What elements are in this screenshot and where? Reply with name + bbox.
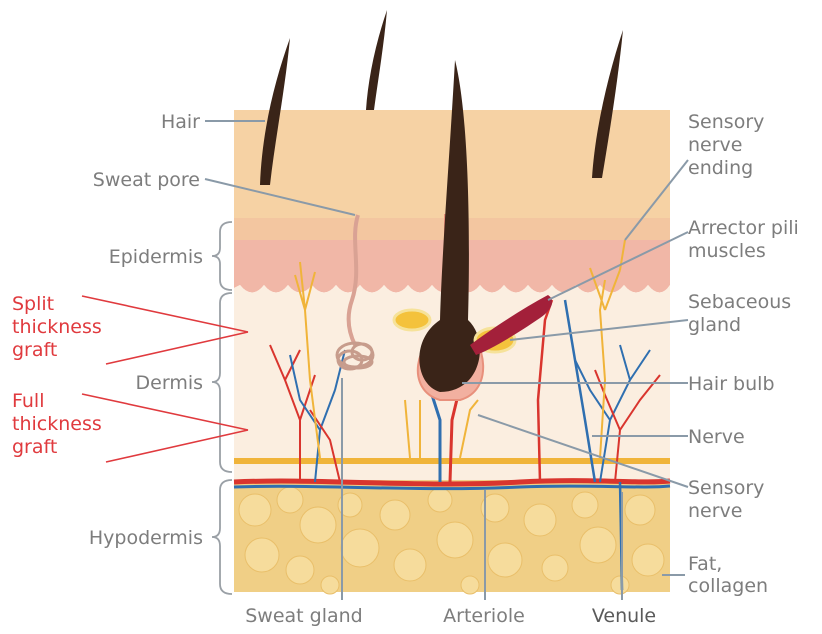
- sensory-nerve-line-1: Sensory: [688, 477, 764, 499]
- full-thickness-graft-label: Full thickness graft: [12, 390, 108, 458]
- sebaceous-gland-line-1: Sebaceous: [688, 291, 791, 313]
- full-graft-line-2: thickness: [12, 413, 102, 435]
- fat-collagen-line-2: collagen: [688, 575, 768, 597]
- fat-collagen-label: Fat, collagen: [688, 553, 768, 597]
- sweat-pore-label: Sweat pore: [93, 169, 200, 191]
- sensory-nerve-ending-line-1: Sensory: [688, 111, 764, 133]
- arrector-pili-label: Arrector pili muscles: [688, 217, 805, 262]
- split-thickness-graft-label: Split thickness graft: [12, 293, 108, 361]
- arteriole-label: Arteriole: [443, 605, 525, 627]
- arrector-pili-line-2: muscles: [688, 240, 766, 262]
- epidermis-label: Epidermis: [109, 246, 203, 268]
- split-graft-line-1: Split: [12, 293, 54, 315]
- sweat-gland-label: Sweat gland: [245, 605, 363, 627]
- full-graft-line-1: Full: [12, 390, 45, 412]
- full-graft-leader-bottom: [106, 430, 248, 462]
- full-graft-line-3: graft: [12, 436, 57, 458]
- sensory-nerve-ending-label: Sensory nerve ending: [688, 111, 770, 179]
- sensory-nerve-ending-line-2: nerve: [688, 134, 742, 156]
- venule-label: Venule: [592, 605, 656, 627]
- hair-bulb-label: Hair bulb: [688, 373, 775, 395]
- layer-braces: [212, 222, 232, 594]
- nerve-label: Nerve: [688, 426, 745, 448]
- sebaceous-gland-line-2: gland: [688, 314, 741, 336]
- arrector-pili-line-1: Arrector pili: [688, 217, 799, 239]
- sensory-nerve-label: Sensory nerve: [688, 477, 770, 522]
- split-graft-leader-bottom: [106, 332, 248, 364]
- sebaceous-gland-label: Sebaceous gland: [688, 291, 797, 336]
- dermis-brace: [212, 293, 232, 472]
- skin-cross-section: [234, 10, 670, 594]
- epidermis-brace: [212, 222, 232, 290]
- split-graft-line-2: thickness: [12, 316, 102, 338]
- hair-label: Hair: [161, 111, 200, 133]
- split-graft-line-3: graft: [12, 339, 57, 361]
- hypodermis-brace: [212, 480, 232, 594]
- sensory-nerve-ending-line-3: ending: [688, 157, 753, 179]
- fat-collagen-line-1: Fat,: [688, 553, 722, 575]
- hypodermis-label: Hypodermis: [89, 527, 203, 549]
- sensory-nerve-line-2: nerve: [688, 500, 742, 522]
- dermis-label: Dermis: [136, 372, 203, 394]
